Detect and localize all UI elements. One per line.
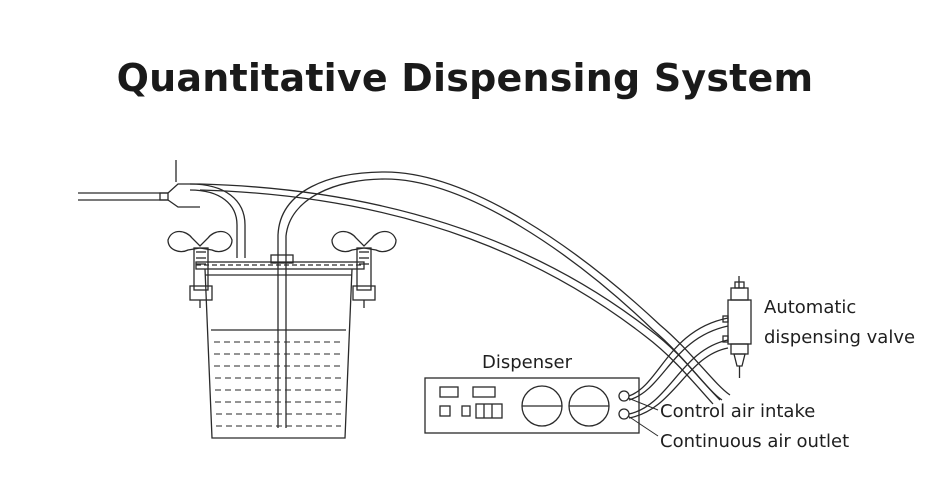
continuous-air-outlet-label: Continuous air outlet — [660, 431, 850, 452]
valve-label-line1: Automatic — [764, 297, 857, 318]
left-wing-clamp — [167, 230, 233, 308]
valve-label-line2: dispensing valve — [764, 327, 916, 348]
right-wing-clamp — [331, 230, 397, 308]
control-air-intake-label: Control air intake — [660, 401, 816, 422]
dispenser-controller — [424, 377, 640, 434]
air-supply-line — [78, 160, 200, 208]
pressure-tank — [195, 250, 365, 439]
dispenser-label: Dispenser — [482, 352, 572, 373]
callout-lines — [627, 397, 659, 437]
diagram-title: Quantitative Dispensing System — [116, 56, 814, 100]
automatic-dispensing-valve — [722, 276, 752, 378]
valve-air-hoses — [628, 317, 729, 419]
tank-lid-hose — [189, 183, 246, 258]
material-hose — [277, 171, 731, 401]
